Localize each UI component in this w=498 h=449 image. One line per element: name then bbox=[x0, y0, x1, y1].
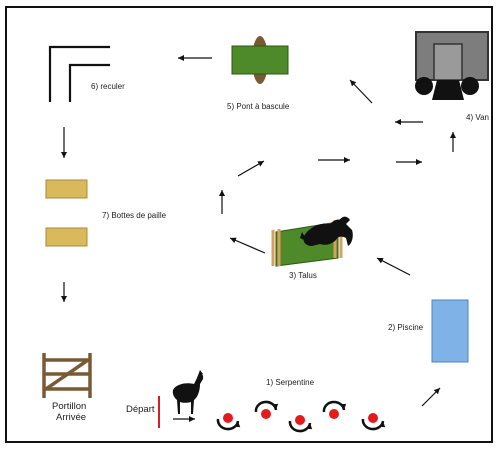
arrow-icon bbox=[229, 237, 266, 254]
serpentine-dot bbox=[329, 409, 339, 419]
label-gate-line1: Portillon bbox=[52, 401, 87, 412]
label-trailer: 4) Van bbox=[466, 113, 489, 122]
arrow-icon bbox=[349, 79, 373, 104]
label-straw: 7) Bottes de paille bbox=[102, 211, 167, 220]
arrow-icon bbox=[421, 387, 441, 407]
backup-lanes bbox=[48, 45, 110, 102]
serpentine-dot bbox=[295, 415, 305, 425]
straw-bale bbox=[45, 179, 88, 199]
serpentine-arrow bbox=[361, 418, 386, 431]
arrow-icon bbox=[376, 257, 411, 276]
jumping-horse-icon bbox=[300, 216, 353, 246]
serpentine-dot bbox=[368, 413, 378, 423]
diagram-frame bbox=[5, 6, 493, 443]
seesaw-bridge bbox=[231, 36, 289, 84]
serpentine-dot bbox=[261, 409, 271, 419]
gate-icon bbox=[42, 353, 92, 398]
serpentine-dot bbox=[223, 413, 233, 423]
serpentine-arrow bbox=[322, 400, 347, 413]
serpentine-arrow bbox=[216, 418, 241, 431]
serpentine bbox=[216, 400, 386, 433]
label-serpentine: 1) Serpentine bbox=[266, 378, 315, 387]
serpentine-arrow bbox=[254, 400, 279, 413]
label-bank: 3) Talus bbox=[289, 271, 317, 280]
serpentine-arrow bbox=[288, 420, 313, 433]
arrow-icon bbox=[237, 160, 265, 177]
label-bridge: 5) Pont à bascule bbox=[227, 102, 290, 111]
trailer-icon bbox=[415, 31, 489, 100]
pool-rect bbox=[431, 299, 469, 363]
horse-icon bbox=[172, 370, 204, 414]
label-start: Départ bbox=[126, 404, 155, 415]
label-backup: 6) reculer bbox=[91, 82, 125, 91]
label-gate-line2: Arrivée bbox=[56, 412, 87, 423]
straw-bale bbox=[45, 227, 88, 247]
label-pool: 2) Piscine bbox=[388, 323, 424, 332]
